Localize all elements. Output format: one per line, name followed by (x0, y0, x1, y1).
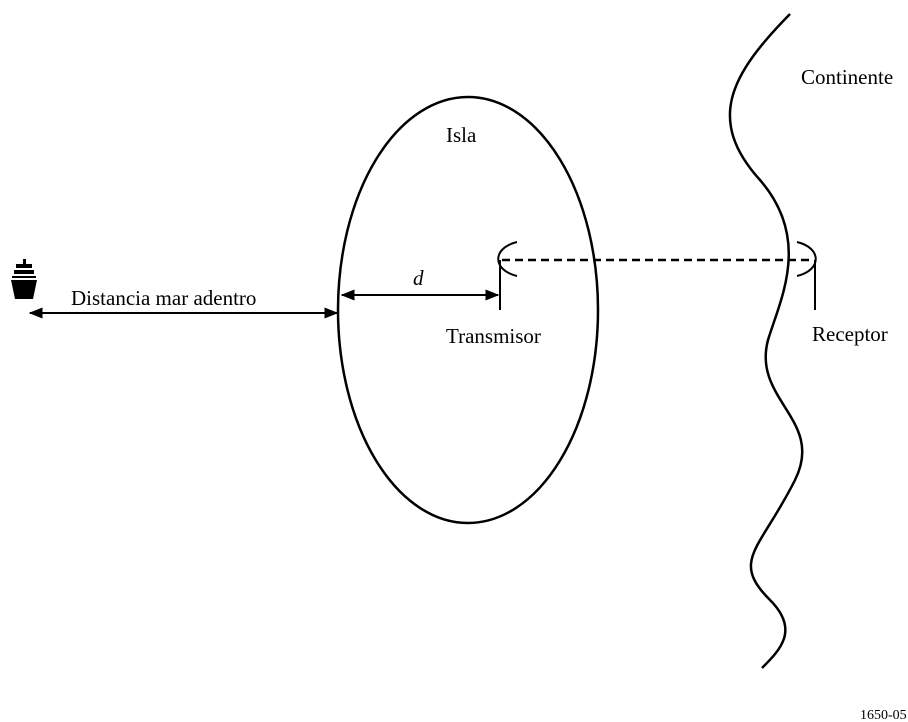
transmitter-antenna (497, 241, 518, 310)
island-label: Isla (446, 123, 477, 147)
mainland-label: Continente (801, 65, 893, 89)
receiver-antenna (796, 241, 817, 310)
figure-id: 1650-05 (860, 708, 907, 722)
ship-icon (11, 259, 37, 299)
island-shape (336, 95, 600, 525)
mainland-coastline (728, 13, 804, 669)
receiver-label: Receptor (812, 322, 888, 346)
offshore-distance-label: Distancia mar adentro (71, 286, 256, 310)
d-label: d (413, 266, 424, 290)
transmitter-label: Transmisor (446, 324, 541, 348)
